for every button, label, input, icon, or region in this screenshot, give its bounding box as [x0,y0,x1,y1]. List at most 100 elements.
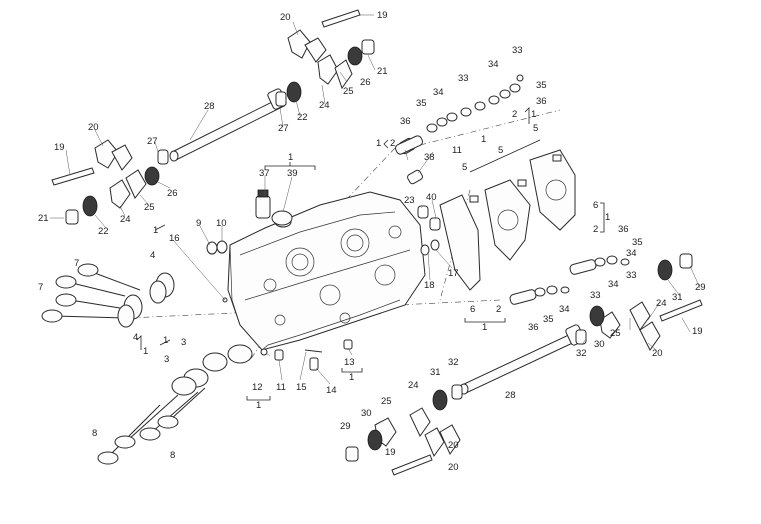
callout-19: 19 [54,142,65,153]
callout-35: 35 [536,80,547,91]
callout-30: 30 [361,408,372,419]
callout-34: 34 [626,248,637,259]
callout-7: 7 [74,258,79,269]
callout-25: 25 [610,328,621,339]
callout-2: 2 [496,304,501,315]
tappets-upper [395,74,524,155]
callout-24: 24 [408,380,419,391]
callout-34: 34 [433,87,444,98]
callout-40: 40 [426,192,437,203]
callout-33: 33 [458,73,469,84]
callout-1: 1 [376,138,381,149]
callout-14: 14 [326,385,337,396]
callout-7: 7 [38,282,43,293]
callout-38: 38 [424,152,435,163]
callout-2: 2 [593,224,598,235]
callout-5: 5 [498,145,503,156]
callout-27: 27 [278,123,289,134]
callout-21: 21 [38,213,49,224]
callout-8: 8 [170,450,175,461]
callout-2: 2 [512,109,517,120]
callout-9: 9 [196,218,201,229]
callout-4: 4 [133,332,138,343]
callout-11: 11 [452,145,462,156]
callout-1: 1 [531,109,536,120]
coil-springs [82,46,673,451]
callout-1: 1 [605,212,610,223]
callout-36: 36 [400,116,411,127]
callout-19: 19 [385,447,396,458]
callout-28: 28 [204,101,215,112]
callout-21: 21 [377,66,388,77]
callout-20: 20 [652,348,663,359]
callout-1: 1 [256,400,261,411]
cylinder-head [227,189,426,351]
callout-1: 1 [153,225,158,236]
callout-25: 25 [144,202,155,213]
callout-26: 26 [360,77,371,88]
valves [41,263,206,465]
tappets-lower [509,255,630,305]
callout-23: 23 [404,195,415,206]
callout-39: 39 [287,168,298,179]
callout-29: 29 [695,282,706,293]
callout-25: 25 [381,396,392,407]
callout-19: 19 [692,326,703,337]
callout-labels: 20 19 21 26 25 24 22 27 28 20 19 27 26 2… [38,10,706,473]
callout-24: 24 [120,214,131,225]
callout-25: 25 [343,86,354,97]
callout-29: 29 [340,421,351,432]
valve-rings [117,272,253,396]
group-brackets [136,107,605,401]
leader-lines [50,14,701,385]
callout-17: 17 [448,268,459,279]
callout-19: 19 [377,10,388,21]
callout-4: 4 [150,250,155,261]
callout-36: 36 [618,224,629,235]
camshaft-upper [169,88,287,162]
callout-1: 1 [288,152,293,163]
callout-28: 28 [505,390,516,401]
bushes [65,39,693,462]
callout-34: 34 [559,304,570,315]
callout-27: 27 [147,136,158,147]
callout-1: 1 [143,346,148,357]
callout-33: 33 [512,45,523,56]
callout-24: 24 [319,100,330,111]
callout-20: 20 [88,122,99,133]
callout-1: 1 [349,372,354,383]
callout-10: 10 [216,218,227,229]
callout-1: 1 [481,134,486,145]
callout-22: 22 [98,226,109,237]
callout-20: 20 [448,462,459,473]
callout-18: 18 [424,280,435,291]
callout-33: 33 [626,270,637,281]
callout-3: 3 [164,354,169,365]
callout-11: 11 [276,382,286,393]
callout-12: 12 [252,382,263,393]
callout-35: 35 [632,237,643,248]
callout-3: 3 [181,337,186,348]
callout-5: 5 [462,162,467,173]
callout-36: 36 [528,322,539,333]
small-parts [206,137,441,371]
callout-22: 22 [297,112,308,123]
callout-32: 32 [576,348,587,359]
callout-35: 35 [543,314,554,325]
callout-1: 1 [163,335,168,346]
callout-30: 30 [594,339,605,350]
callout-24: 24 [656,298,667,309]
callout-31: 31 [430,367,441,378]
callout-1: 1 [482,322,487,333]
camshaft-lower [459,324,585,395]
callout-35: 35 [416,98,427,109]
callout-2: 2 [390,138,395,149]
callout-6: 6 [593,200,598,211]
callout-37: 37 [259,168,270,179]
callout-31: 31 [672,292,683,303]
callout-8: 8 [92,428,97,439]
rocker-shaft [51,9,703,476]
callout-33: 33 [590,290,601,301]
cam-supports [439,149,576,291]
